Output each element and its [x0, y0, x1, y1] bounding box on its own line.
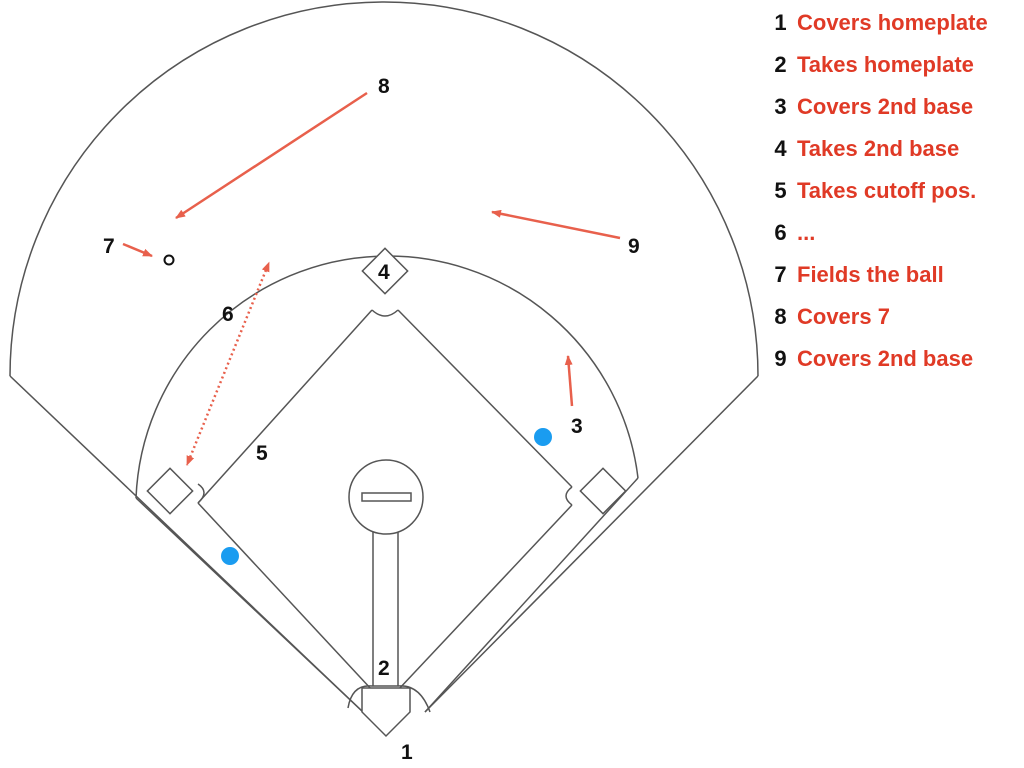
legend-text: ... [797, 220, 816, 245]
home-plate [361, 687, 411, 738]
legend-item: 5 Takes cutoff pos. [764, 178, 1020, 220]
arrow-dotted-left [185, 261, 270, 466]
first-base-cutout [565, 486, 573, 506]
legend-text: Takes 2nd base [797, 136, 960, 161]
label-left-fielder: 7 [103, 235, 115, 258]
legend-text: Takes cutoff pos. [797, 178, 977, 203]
legend-number: 8 [774, 304, 787, 329]
basepath-left-lower [197, 502, 373, 691]
legend-text: Covers homeplate [797, 10, 988, 35]
basepath-right-lower [397, 504, 573, 691]
label-shortstop-area: 5 [256, 442, 268, 465]
legend-text: Covers 2nd base [797, 94, 974, 119]
legend-number: 9 [774, 346, 787, 371]
label-home-plate-player: 2 [378, 657, 390, 680]
label-second-base: 4 [378, 261, 390, 284]
legend: 1 Covers homeplate 2 Takes homeplate 3 C… [764, 10, 1020, 388]
legend-text: Takes homeplate [797, 52, 974, 77]
second-base [361, 247, 409, 295]
arrow-first-base-player [564, 355, 574, 407]
label-first-base-player: 3 [571, 415, 583, 438]
legend-text: Covers 2nd base [797, 346, 974, 371]
legend-item: 1 Covers homeplate [764, 10, 1020, 52]
legend-item: 7 Fields the ball [764, 262, 1020, 304]
second-base-cutout [371, 309, 399, 317]
legend-number: 5 [774, 178, 787, 203]
right-foul-line [424, 375, 759, 713]
legend-number: 1 [774, 10, 787, 35]
runner-dot-third [221, 547, 239, 565]
legend-number: 2 [774, 52, 787, 77]
basepath-left-upper [197, 309, 373, 504]
arrow-left-fielder [122, 242, 153, 258]
label-catcher: 1 [401, 741, 413, 764]
ball-icon [163, 254, 175, 266]
third-base [146, 467, 194, 515]
legend-number: 3 [774, 94, 787, 119]
legend-number: 4 [774, 136, 787, 161]
legend-item: 4 Takes 2nd base [764, 136, 1020, 178]
arrow-right-fielder [491, 209, 621, 240]
legend-text: Fields the ball [797, 262, 944, 287]
runner-dot-first [534, 428, 552, 446]
legend-text: Covers 7 [797, 304, 890, 329]
legend-item: 6 ... [764, 220, 1020, 262]
basepath-right-upper [397, 309, 573, 488]
pitchers-rubber [361, 492, 412, 502]
diamond-left-outer [135, 497, 364, 713]
legend-item: 3 Covers 2nd base [764, 94, 1020, 136]
outfield-fence [9, 1, 759, 377]
third-base-cutout [197, 483, 205, 504]
diamond-right-outer [424, 477, 639, 713]
arrow-center-fielder [175, 91, 368, 220]
legend-item: 2 Takes homeplate [764, 52, 1020, 94]
label-right-fielder: 9 [628, 235, 640, 258]
first-base [579, 467, 627, 515]
label-center-fielder: 8 [378, 75, 390, 98]
home-cutout [347, 685, 431, 713]
legend-item: 8 Covers 7 [764, 304, 1020, 346]
label-left-field-player: 6 [222, 303, 234, 326]
legend-item: 9 Covers 2nd base [764, 346, 1020, 388]
legend-number: 7 [774, 262, 787, 287]
legend-number: 6 [774, 220, 787, 245]
